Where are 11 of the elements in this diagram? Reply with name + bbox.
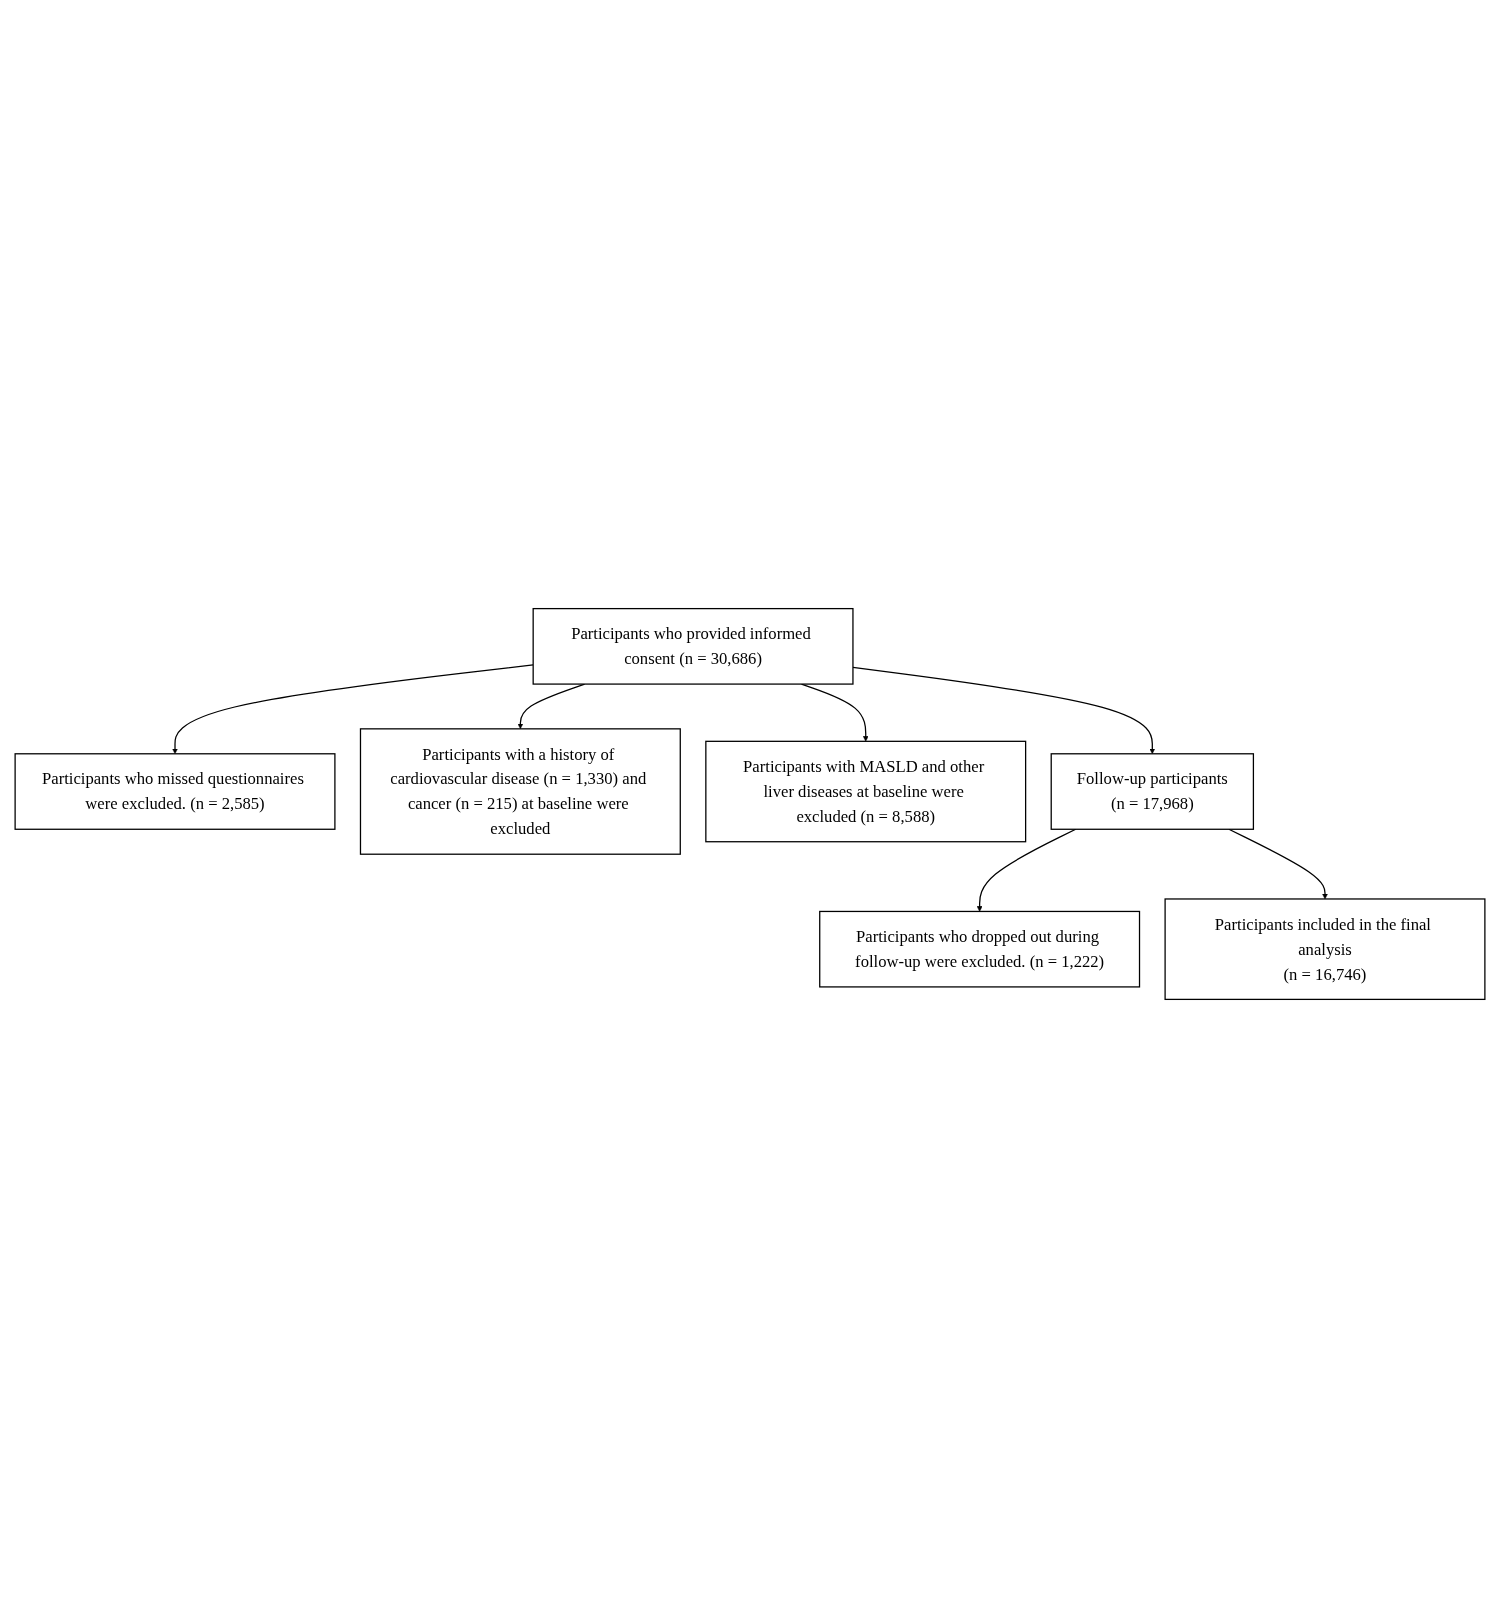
node-box: Follow-up participants (n = 17,968) <box>1050 752 1255 830</box>
arrow <box>1228 828 1328 899</box>
node-box: Participants who dropped out during follow-up were excluded. (n = 1,222) <box>819 910 1141 988</box>
node-box: Participants who missed questionnaires were excluded. (n = 2,585) <box>14 752 336 830</box>
arrow <box>172 663 534 754</box>
node-box: Participants with MASLD and other liver diseases at baseline were excluded (n = 8,588) <box>705 740 1027 842</box>
arrow <box>852 666 1156 754</box>
node-box: Participants who provided informed consent (n = 30,686) <box>532 607 854 685</box>
node-box: Participants included in the final analysis (n = 16,746) <box>1164 897 1486 1000</box>
node-box: Participants with a history of cardiovascular disease (n = 1,330) and cancer (n = 215) at baseline were excluded <box>359 727 681 855</box>
arrow <box>976 828 1077 912</box>
